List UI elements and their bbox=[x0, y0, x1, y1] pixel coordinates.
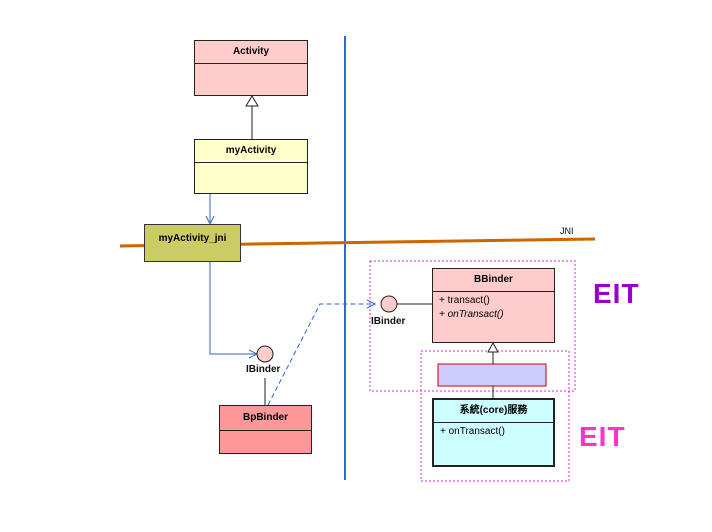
jni-label: JNI bbox=[560, 226, 574, 236]
class-name-myactivity-jni: myActivity_jni bbox=[158, 233, 227, 244]
class-box-myactivity: myActivity bbox=[194, 139, 308, 194]
class-box-core-service: 系統(core)服務 + onTransact() bbox=[432, 398, 555, 467]
class-name-bbinder: BBinder bbox=[433, 269, 554, 292]
eit-label-top: EIT bbox=[593, 278, 640, 309]
eit-group-top bbox=[369, 260, 576, 392]
proxy-dashed-line bbox=[267, 303, 374, 406]
class-name-myactivity: myActivity bbox=[195, 140, 307, 163]
class-name-activity: Activity bbox=[195, 41, 307, 64]
class-box-myactivity-jni: myActivity_jni bbox=[144, 224, 241, 262]
method-ontransact: + onTransact() bbox=[439, 309, 504, 320]
class-name-core-service: 系統(core)服務 bbox=[434, 400, 553, 423]
method-transact: + transact() bbox=[439, 295, 490, 306]
class-box-bbinder: BBinder + transact() + onTransact() bbox=[432, 268, 555, 343]
class-name-bpbinder: BpBinder bbox=[220, 406, 311, 431]
association-line-jni-ibinder bbox=[209, 262, 256, 355]
method-core-ontransact: + onTransact() bbox=[440, 426, 505, 437]
class-box-activity: Activity bbox=[194, 40, 308, 96]
lavender-block bbox=[437, 363, 547, 387]
eit-label-bottom: EIT bbox=[579, 421, 626, 452]
ibinder-interface-circle-right bbox=[380, 295, 398, 313]
ibinder-label-left: IBinder bbox=[246, 364, 281, 375]
inheritance-arrowhead-bbinder bbox=[487, 341, 499, 353]
inheritance-arrowhead-activity bbox=[245, 95, 259, 107]
ibinder-interface-circle-left bbox=[256, 345, 274, 363]
class-box-bpbinder: BpBinder bbox=[219, 405, 312, 454]
ibinder-label-right: IBinder bbox=[371, 316, 406, 327]
